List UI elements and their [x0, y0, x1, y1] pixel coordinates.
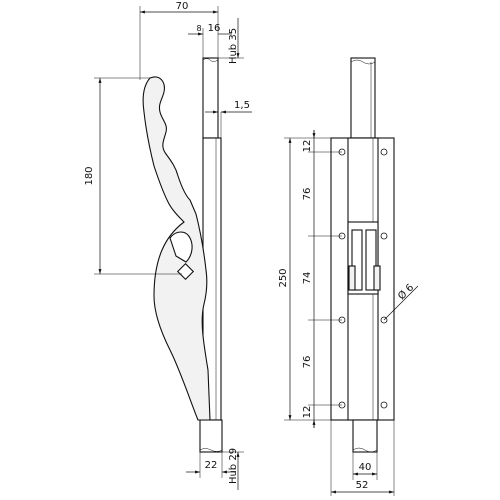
dim-lever-length: 180 — [84, 166, 95, 185]
top-rod-front — [350, 57, 376, 139]
side-view: 70 8 16 Hub 35 1,5 180 22 Hub 29 — [84, 1, 252, 490]
hole-leader-line — [383, 285, 419, 321]
top-rod-break — [202, 58, 219, 62]
square-pivot — [176, 262, 195, 281]
dim-seg-5: 12 — [302, 406, 313, 419]
dim-rod-width: 40 — [359, 462, 372, 473]
front-view: 12 76 74 76 12 250 Ø 6 40 52 — [278, 57, 419, 496]
bottom-rod-break — [199, 448, 223, 452]
slot-right-rail — [365, 229, 377, 291]
slot-latch-right — [373, 265, 381, 291]
mount-hole-8 — [380, 401, 388, 409]
dim-hole-diameter: Ø 6 — [395, 281, 416, 302]
dim-stroke-top: Hub 35 — [228, 28, 239, 64]
dim-width-top: 70 — [176, 1, 189, 12]
dim-seg-2: 76 — [302, 188, 313, 201]
dim-plate-thickness: 1,5 — [234, 100, 250, 111]
dim-rod-width-bottom: 22 — [205, 460, 218, 471]
top-rod-front-break — [350, 59, 376, 65]
mount-hole-2 — [380, 148, 388, 156]
dim-seg-3: 74 — [302, 272, 313, 285]
top-rod-side — [202, 57, 219, 139]
dim-seg-1: 12 — [302, 140, 313, 153]
slot-latch — [348, 265, 356, 291]
bottom-rod-front-break — [352, 447, 378, 453]
dim-rod-width-top: 16 — [208, 23, 221, 34]
dim-small-marker: 8 — [196, 24, 201, 33]
dim-stroke-bottom: Hub 29 — [228, 448, 239, 484]
dim-seg-4: 76 — [302, 356, 313, 369]
bottom-rod-side — [199, 419, 223, 453]
slot-left-rail — [351, 229, 363, 291]
lever-hook-opening — [169, 231, 193, 263]
dim-total-length: 250 — [278, 268, 289, 287]
mount-hole-4 — [380, 232, 388, 240]
bottom-rod-front — [352, 419, 378, 453]
dim-plate-width: 52 — [356, 480, 369, 491]
